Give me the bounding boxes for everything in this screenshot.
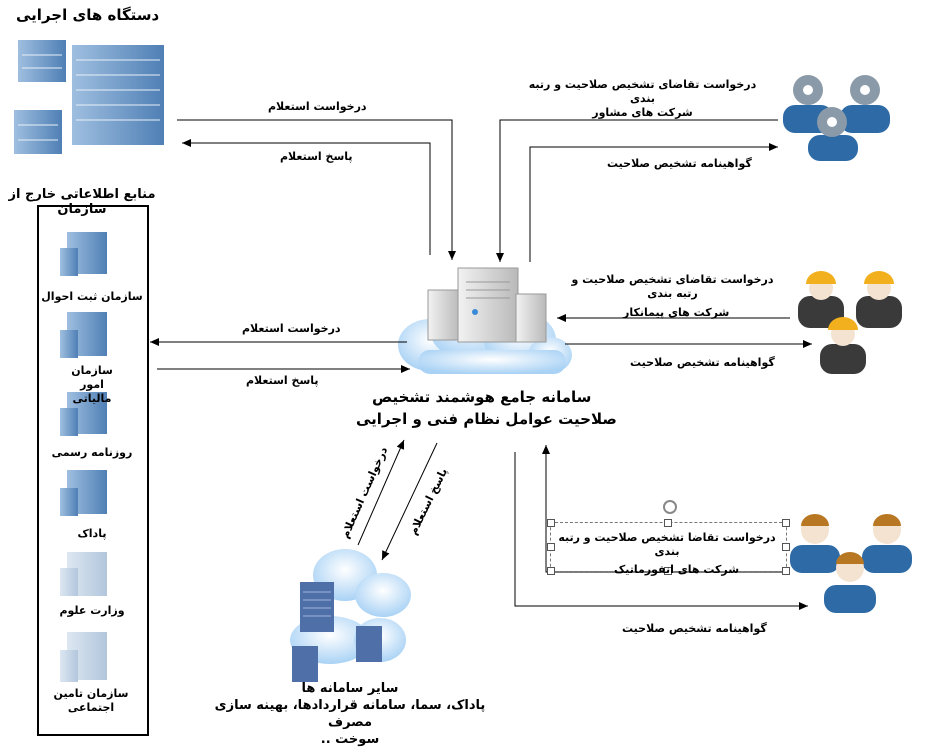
bottom-request-arrow <box>357 439 405 546</box>
civil-registration-building-icon <box>60 232 107 276</box>
other-systems-label: سایر سامانه ها پاداک، سما، سامانه قراردا… <box>200 680 500 748</box>
top-response-arrow <box>182 139 431 255</box>
selection-handle[interactable] <box>782 567 790 575</box>
consultant-certificate-arrow <box>529 143 778 262</box>
social-security-building-icon <box>60 632 107 682</box>
source-padak: پاداک <box>77 527 107 540</box>
executive-agencies-icon <box>14 40 164 154</box>
source-official-gazette: روزنامه رسمی <box>51 446 133 459</box>
informatics-request-text: درخواست تقاضا تشخیص صلاحیت و رتبه بندی <box>558 531 776 558</box>
official-gazette-building-icon <box>60 392 107 436</box>
padak-building-icon <box>60 470 107 516</box>
source-tax-affairs: سازمان امور مالیاتی <box>71 364 113 405</box>
informatics-request-arrow <box>542 445 783 573</box>
central-server-cloud-icon <box>398 267 572 374</box>
selection-handle[interactable] <box>547 567 555 575</box>
other-systems-line2: پاداک، سما، سامانه قراردادها، بهینه سازی… <box>214 698 486 730</box>
selection-handle[interactable] <box>664 519 672 527</box>
central-system-title-line1: سامانه جامع هوشمند تشخیص <box>372 388 592 406</box>
top-request-label: درخواست استعلام <box>268 100 367 113</box>
informatics-certificate-label: گواهینامه تشخیص صلاحیت <box>622 622 767 635</box>
selection-handle[interactable] <box>782 543 790 551</box>
informatics-certificate-arrow <box>514 452 808 610</box>
contractor-companies-name: شرکت های پیمانکار <box>623 306 730 319</box>
source-civil-registration: سازمان ثبت احوال <box>41 290 143 303</box>
consultant-companies-name: شرکت های مشاور <box>592 106 693 119</box>
mid-request-label: درخواست استعلام <box>242 322 341 335</box>
other-systems-line1: سایر سامانه ها <box>301 681 399 696</box>
executive-agencies-title: دستگاه های اجرایی <box>16 6 160 24</box>
selection-handle[interactable] <box>782 519 790 527</box>
contractor-request-text: درخواست تقاضای تشخیص صلاحیت و رتبه بندی <box>571 273 774 300</box>
consultant-companies-icon <box>783 75 890 161</box>
consultant-request-label: درخواست تقاضای تشخیص صلاحیت و رتبه بندی … <box>520 78 765 120</box>
consultant-request-arrow <box>496 119 778 262</box>
contractor-certificate-label: گواهینامه تشخیص صلاحیت <box>630 356 775 369</box>
top-response-label: پاسخ استعلام <box>280 150 353 163</box>
consultant-certificate-label: گواهینامه تشخیص صلاحیت <box>607 157 752 170</box>
contractor-request-label: درخواست تقاضای تشخیص صلاحیت و رتبه بندی <box>560 273 785 301</box>
bottom-response-arrow <box>381 442 438 561</box>
ministry-of-science-building-icon <box>60 552 107 596</box>
rotate-handle-icon[interactable] <box>663 500 677 514</box>
source-social-security: سازمان تامین اجتماعی <box>53 687 129 714</box>
top-request-arrow <box>177 119 456 260</box>
source-ministry-of-science: وزارت علوم <box>59 604 125 617</box>
informatics-companies-icon <box>790 514 912 613</box>
selection-handle[interactable] <box>547 543 555 551</box>
other-systems-cloud-icon <box>290 549 411 682</box>
central-system-title-line2: صلاحیت عوامل نظام فنی و اجرایی <box>356 410 617 428</box>
informatics-request-label: درخواست تقاضا تشخیص صلاحیت و رتبه بندی <box>556 531 778 559</box>
consultant-request-text: درخواست تقاضای تشخیص صلاحیت و رتبه بندی <box>528 78 757 105</box>
informatics-companies-name: شرکت های انفورماتیک <box>614 563 740 576</box>
selection-handle[interactable] <box>664 567 672 575</box>
external-sources-box <box>37 205 149 736</box>
selection-handle[interactable] <box>547 519 555 527</box>
tax-affairs-building-icon <box>60 312 107 358</box>
contractor-companies-icon <box>798 271 902 374</box>
mid-response-label: پاسخ استعلام <box>246 374 319 387</box>
